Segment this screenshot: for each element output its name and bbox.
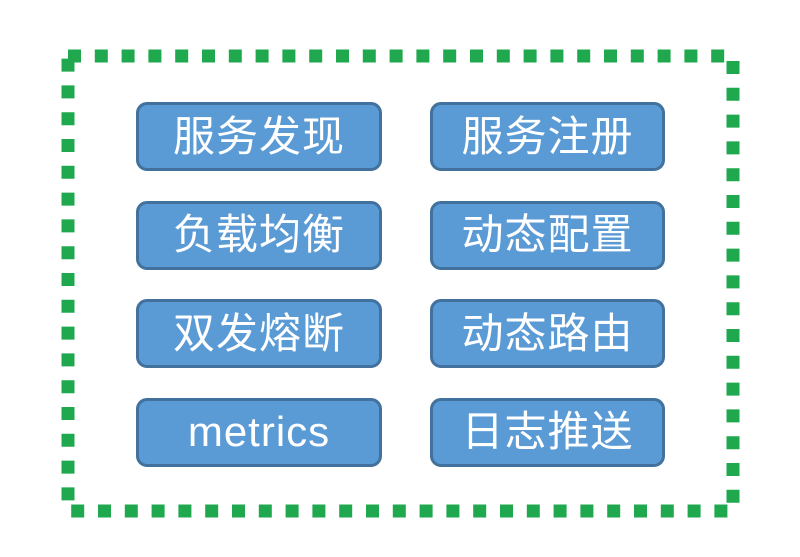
feature-box-dynamic-config: 动态配置 [430,200,665,270]
feature-box-dynamic-routing: 动态路由 [430,299,665,369]
feature-box-double-send-circuit-break: 双发熔断 [136,299,382,369]
feature-box-log-push: 日志推送 [430,397,665,467]
feature-box-load-balancing: 负载均衡 [136,200,382,270]
feature-box-service-registration: 服务注册 [430,102,665,171]
feature-box-metrics: metrics [136,397,382,467]
feature-box-service-discovery: 服务发现 [136,102,382,171]
feature-grid: 服务发现 服务注册 负载均衡 动态配置 双发熔断 动态路由 metrics 日志… [136,102,665,467]
